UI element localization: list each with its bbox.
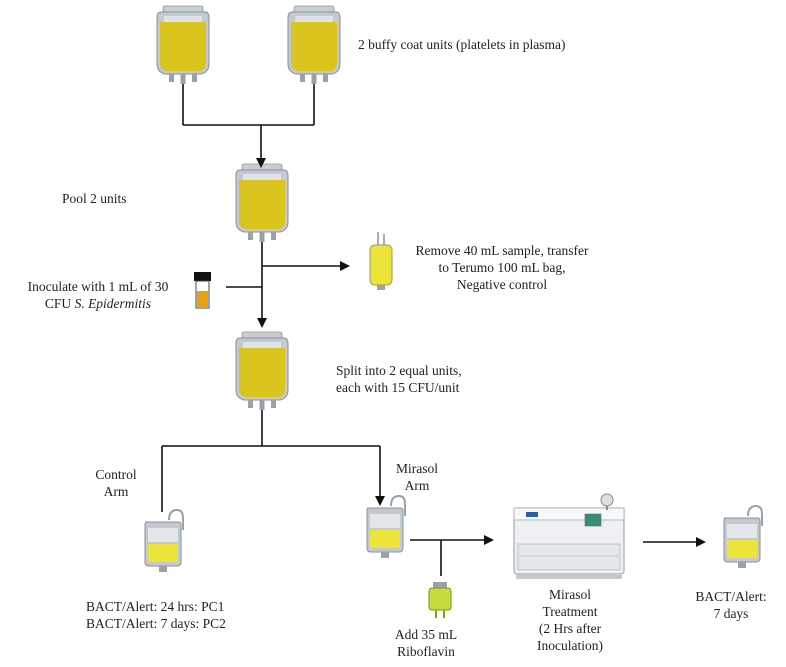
bact-final-label: BACT/Alert: 7 days (686, 588, 776, 622)
split-label: Split into 2 equal units, each with 15 C… (336, 362, 462, 396)
connector-lines (161, 84, 698, 576)
riboflavin-label: Add 35 mL Riboflavin (386, 626, 466, 660)
mirasol-arm-line-2: Arm (404, 478, 430, 493)
buffy-coat-bag-right-icon (287, 5, 341, 85)
control-arm-label: Control Arm (84, 466, 148, 500)
split-bag-icon (235, 331, 289, 411)
control-arm-bag-icon (144, 509, 184, 573)
bact-final-line-2: 7 days (713, 606, 749, 621)
split-line-1: Split into 2 equal units, (336, 363, 462, 378)
remove-line-2: to Terumo 100 mL bag, (438, 260, 566, 275)
remove-line-3: Negative control (456, 277, 548, 292)
arrow-right-to-final-icon (696, 537, 706, 547)
riboflavin-line-1: Add 35 mL (394, 627, 458, 642)
arrow-down-to-mirasol-arm-icon (375, 496, 385, 506)
mirasol-arm-line-1: Mirasol (396, 461, 438, 476)
riboflavin-line-2: Riboflavin (397, 644, 455, 659)
arrow-right-to-device-icon (484, 535, 494, 545)
bact-control-line-1: BACT/Alert: 24 hrs: PC1 (86, 599, 225, 614)
pooled-bag-icon (235, 163, 289, 243)
negative-control-bag-icon (369, 232, 393, 290)
treatment-line-3: (2 Hrs after (538, 621, 602, 636)
arrow-down-to-split-icon (257, 318, 267, 328)
inoculate-cfu-text: CFU (44, 296, 75, 311)
mirasol-device-icon (513, 493, 625, 579)
mirasol-treatment-label: Mirasol Treatment (2 Hrs after Inoculati… (516, 586, 624, 654)
buffy-coat-bag-left-icon (156, 5, 210, 85)
arrow-right-to-control-sample-icon (340, 261, 350, 271)
inoculate-line-2: CFU S. Epidermitis (6, 295, 190, 312)
riboflavin-bag-icon (428, 582, 452, 618)
split-line-2: each with 15 CFU/unit (336, 380, 460, 395)
mirasol-arm-bag-icon (366, 495, 406, 559)
treatment-line-1: Mirasol (549, 587, 591, 602)
arrowheads (256, 158, 706, 547)
inoculum-tube-icon (194, 272, 211, 309)
pool-label: Pool 2 units (62, 191, 127, 206)
control-arm-line-2: Arm (103, 484, 129, 499)
remove-line-1: Remove 40 mL sample, transfer (415, 243, 589, 258)
bact-control-label: BACT/Alert: 24 hrs: PC1 BACT/Alert: 7 da… (86, 598, 226, 632)
treatment-line-4: Inoculation) (537, 638, 603, 653)
mirasol-arm-label: Mirasol Arm (388, 460, 446, 494)
inoculate-label: Inoculate with 1 mL of 30 CFU S. Epiderm… (6, 278, 190, 312)
final-bag-icon (723, 505, 763, 569)
buffy-coat-label: 2 buffy coat units (platelets in plasma) (358, 37, 566, 52)
treatment-line-2: Treatment (542, 604, 598, 619)
arrow-down-to-pool-icon (256, 158, 266, 168)
inoculate-species-text: S. Epidermitis (74, 296, 152, 311)
inoculate-line-1: Inoculate with 1 mL of 30 (27, 279, 169, 294)
remove-sample-label: Remove 40 mL sample, transfer to Terumo … (402, 242, 602, 293)
control-arm-line-1: Control (95, 467, 137, 482)
bact-control-line-2: BACT/Alert: 7 days: PC2 (86, 616, 226, 631)
bact-final-line-1: BACT/Alert: (695, 589, 767, 604)
